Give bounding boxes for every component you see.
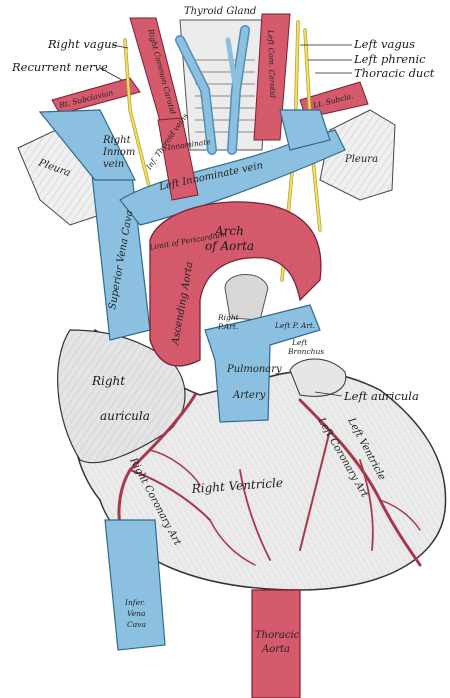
label-arch-of-aorta-1: Arch [214, 224, 244, 238]
left-common-carotid [253, 13, 291, 141]
label-right-p-art-1: Right [217, 313, 240, 322]
label-left-p-art: Left P. Art. [274, 321, 315, 330]
label-thoracic-duct: Thoracic duct [354, 66, 435, 80]
innominate-artery [157, 117, 199, 201]
label-right-auricula-1: Right [91, 374, 125, 388]
label-thyroid-gland: Thyroid Gland [184, 6, 256, 17]
label-inferior-vena-cava-3: Cava [127, 620, 146, 629]
label-right-auricula-2: auricula [100, 409, 150, 423]
leader-lines [99, 44, 352, 397]
label-recurrent-nerve: Recurrent nerve [11, 60, 108, 74]
label-right-innom-vein-2: Innom [102, 147, 135, 158]
label-right-vagus: Right vagus [47, 37, 118, 51]
bronchus [224, 274, 269, 321]
label-thoracic-aorta-2: Aorta [261, 644, 290, 655]
label-inferior-vena-cava-2: Vena [127, 609, 145, 618]
label-arch-of-aorta-2: of Aorta [205, 239, 254, 253]
label-left-carotid: Left Com. Carotid [266, 29, 277, 99]
label-left-auricula: Left auricula [343, 389, 419, 403]
label-inferior-vena-cava-1: Infer. [124, 598, 145, 607]
label-left-bronchus-1: Left [291, 338, 308, 347]
left-auricula [289, 358, 347, 397]
label-right-ventricle: Right Ventricle [190, 476, 283, 496]
pulmonary-artery [204, 304, 321, 423]
right-innominate-vein [38, 109, 136, 181]
thoracic-aorta [251, 589, 301, 698]
label-thoracic-aorta-1: Thoracic [255, 630, 300, 641]
label-right-innom-vein-1: Right [102, 135, 132, 146]
thyroid-gland [179, 19, 271, 151]
inferior-vena-cava [104, 519, 166, 651]
right-subclavian-artery [51, 77, 141, 115]
inferior-thyroid-veins [175, 25, 250, 155]
label-left-vagus: Left vagus [353, 37, 415, 51]
label-pulmonary-artery-1: Pulmonary [226, 364, 282, 375]
label-right-p-art-2: P.Art. [217, 322, 238, 331]
label-left-phrenic: Left phrenic [353, 52, 426, 66]
left-coronary-artery [298, 398, 422, 567]
label-left-bronchus-2: Bronchus [287, 347, 324, 356]
label-right-innom-vein-3: vein [103, 159, 124, 170]
label-pleura-left: Pleura [344, 154, 378, 165]
label-pulmonary-artery-2: Artery [232, 390, 266, 401]
